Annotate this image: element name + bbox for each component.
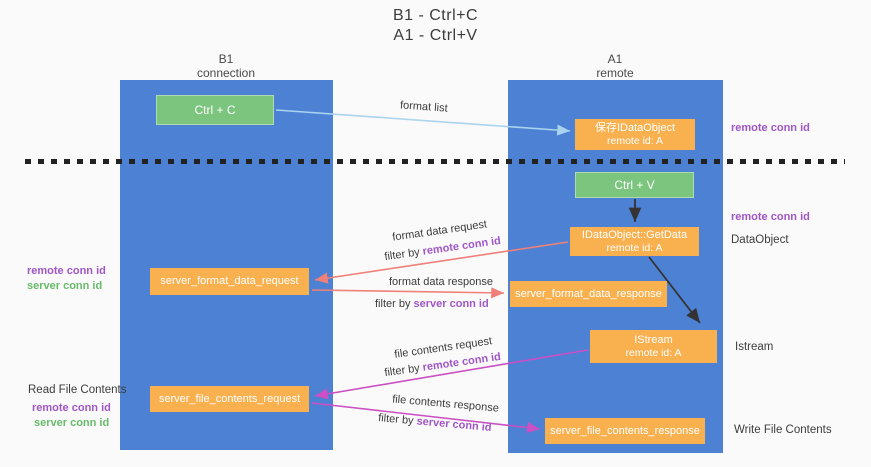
lifeline-header-a1: A1 remote: [545, 52, 685, 80]
node-istream: IStream remote id: A: [590, 330, 717, 363]
node-server-file-contents-response: server_file_contents_response: [545, 418, 705, 444]
annotation-remote-conn-id-right-1: remote conn id: [731, 122, 810, 134]
istream-line2: remote id: A: [625, 346, 682, 359]
annotation-dataobject: DataObject: [731, 234, 789, 246]
phase-separator-dashed-line: [25, 159, 845, 164]
node-idataobject-getdata: IDataObject::GetData remote id: A: [570, 227, 699, 256]
annotation-write-file-contents: Write File Contents: [734, 424, 832, 436]
node-ctrl-c: Ctrl + C: [156, 95, 274, 125]
arrow-format-data-response: [311, 287, 505, 299]
annotation-read-file-contents: Read File Contents: [28, 384, 127, 396]
saved-idataobject-line1: 保存IDataObject: [594, 121, 676, 134]
node-server-file-contents-request: server_file_contents_request: [150, 386, 309, 412]
node-server-format-data-response: server_format_data_response: [510, 281, 667, 307]
server-file-contents-response-label: server_file_contents_response: [550, 424, 700, 437]
annotation-server-conn-id-left-2: server conn id: [34, 417, 110, 429]
edge-label-file-contents-response: file contents response: [391, 393, 500, 415]
server-conn-id-text: server conn id: [416, 415, 493, 434]
diagram-title-line2: A1 - Ctrl+V: [393, 27, 478, 44]
filter-by-text: filter by: [383, 245, 424, 264]
server-format-data-response-label: server_format_data_response: [515, 287, 662, 300]
server-conn-id-text: server conn id: [413, 298, 489, 310]
node-ctrl-v: Ctrl + V: [575, 172, 694, 198]
filter-by-text: filter by: [375, 298, 414, 310]
diagram-title-line1: B1 - Ctrl+C: [392, 7, 479, 24]
server-file-contents-request-label: server_file_contents_request: [158, 392, 301, 405]
node-saved-idataobject: 保存IDataObject remote id: A: [575, 119, 695, 150]
lifeline-a1-title: A1: [607, 52, 623, 66]
edge-label-filter-server-1: filter by server conn id: [375, 298, 489, 310]
annotation-server-conn-id-left-1: server conn id: [27, 280, 103, 292]
edge-label-format-data-response: format data response: [389, 276, 493, 288]
annotation-istream: Istream: [735, 341, 774, 353]
annotation-remote-conn-id-left-2: remote conn id: [32, 402, 111, 414]
node-server-format-data-request: server_format_data_request: [150, 268, 309, 295]
annotation-remote-conn-id-left-1: remote conn id: [27, 265, 106, 277]
edge-label-filter-server-2: filter by server conn id: [378, 412, 492, 434]
lifeline-header-b1: B1 connection: [156, 52, 296, 80]
ctrl-c-label: Ctrl + C: [194, 103, 236, 117]
lifeline-a1-subtitle: remote: [596, 66, 634, 80]
edge-label-format-list: format list: [399, 99, 449, 115]
lifeline-b1-title: B1: [218, 52, 234, 66]
server-format-data-request-label: server_format_data_request: [160, 275, 299, 287]
filter-by-text: filter by: [377, 412, 418, 428]
istream-line1: IStream: [634, 333, 673, 346]
saved-idataobject-line2: remote id: A: [606, 134, 664, 147]
getdata-line1: IDataObject::GetData: [581, 228, 688, 241]
lifeline-b1-subtitle: connection: [196, 66, 256, 80]
getdata-line2: remote id: A: [606, 241, 663, 254]
remote-conn-id-text: remote conn id: [421, 234, 502, 258]
annotation-remote-conn-id-right-2: remote conn id: [731, 211, 810, 223]
ctrl-v-label: Ctrl + V: [614, 178, 655, 192]
filter-by-text: filter by: [383, 361, 424, 380]
